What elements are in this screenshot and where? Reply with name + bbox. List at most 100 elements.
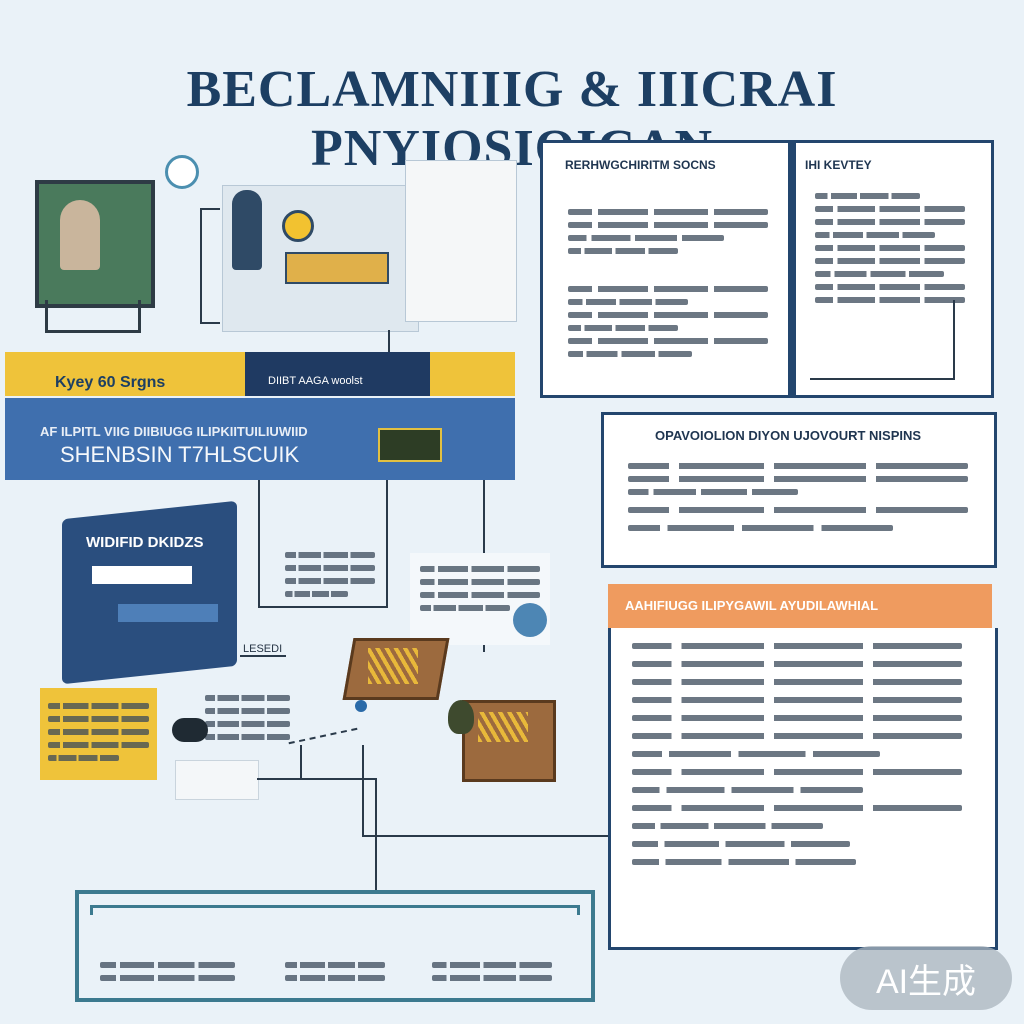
list-line	[568, 286, 768, 292]
list-line	[568, 248, 678, 254]
bottom-column-2	[285, 955, 385, 988]
connector-line	[375, 780, 377, 890]
list-line	[285, 975, 385, 981]
list-line	[632, 859, 857, 865]
list-line	[568, 325, 678, 331]
list-line	[48, 742, 149, 748]
orange-panel-list	[632, 636, 962, 872]
list-line	[285, 591, 348, 597]
key-points-left-header: RERHWGCHIRITM SOCNS	[565, 158, 716, 172]
list-line	[205, 708, 290, 714]
bird-figure-icon	[448, 700, 474, 734]
banner-blue-line-1: AF ILPITL VIIG DIIBIUGG ILIPKIITUILIUWII…	[40, 424, 308, 439]
list-line	[432, 975, 552, 981]
list-line	[628, 476, 968, 482]
connector-line	[258, 606, 388, 608]
list-line	[815, 245, 965, 251]
connector-line	[386, 480, 388, 608]
connector-line	[362, 745, 364, 837]
list-line	[815, 284, 965, 290]
orange-panel-header: AAHIFIUGG ILIPYGAWIL AYUDILAWHIAL	[625, 598, 879, 613]
capsule-illustration	[172, 718, 208, 742]
info-card-strip	[118, 604, 218, 622]
dashed-connector	[288, 727, 358, 745]
banner-emblem-icon	[378, 428, 442, 462]
bottom-column-1	[100, 955, 235, 988]
list-line	[568, 235, 724, 241]
list-line	[100, 962, 235, 968]
connector-line	[388, 330, 390, 352]
stethoscope-badge-icon	[165, 155, 199, 189]
list-line	[205, 734, 290, 740]
list-line	[285, 962, 385, 968]
list-line	[632, 679, 962, 685]
list-line	[205, 695, 290, 701]
list-line	[568, 351, 692, 357]
list-line	[815, 258, 965, 264]
list-line	[632, 643, 962, 649]
list-line	[100, 975, 235, 981]
ai-generated-watermark: AI生成	[840, 946, 1012, 1010]
orange-panel-header-bar	[608, 584, 992, 628]
key-points-right-list	[815, 186, 965, 310]
list-line	[420, 566, 540, 572]
list-line	[628, 489, 798, 495]
list-line	[568, 299, 688, 305]
list-line	[632, 697, 962, 703]
gauge-icon	[282, 210, 314, 242]
list-line	[632, 715, 962, 721]
connector-node-icon	[513, 603, 547, 637]
list-line	[285, 565, 375, 571]
list-line	[205, 721, 290, 727]
bottom-summary-frame	[75, 890, 595, 1002]
list-line	[432, 962, 552, 968]
doctor-monitor-illustration	[35, 180, 155, 308]
list-line	[632, 661, 962, 667]
small-label: LESEDI	[243, 643, 283, 655]
bottom-column-3	[432, 955, 552, 988]
bracket-line	[810, 378, 955, 380]
list-line	[48, 729, 149, 735]
connector-line	[300, 745, 302, 780]
list-line	[815, 206, 965, 212]
list-line	[815, 232, 935, 238]
left-text-block	[285, 545, 375, 604]
list-line	[568, 338, 768, 344]
list-line	[628, 525, 894, 531]
list-line	[420, 592, 540, 598]
signal-icon-box	[175, 760, 259, 800]
list-line	[815, 271, 944, 277]
banner-blue-line-2: SHENBSIN T7HLSCUIK	[60, 442, 300, 467]
list-line	[48, 716, 149, 722]
list-line	[48, 755, 119, 761]
key-points-divider	[788, 140, 796, 398]
list-line	[48, 703, 149, 709]
connector-line	[257, 778, 377, 780]
list-line	[568, 222, 768, 228]
monitor-stand	[45, 300, 141, 333]
observation-panel-header: OPAVOIOLION DIYON UJOVOURT NISPINS	[655, 428, 922, 443]
list-line	[628, 507, 968, 513]
center-text-block	[205, 688, 290, 747]
yellow-note	[40, 688, 157, 780]
list-line	[632, 751, 880, 757]
info-card-illustration	[62, 500, 237, 685]
info-card-strip	[92, 566, 192, 584]
list-line	[568, 312, 768, 318]
document-sheet-illustration	[405, 160, 517, 322]
list-line	[568, 209, 768, 215]
observation-panel-list	[628, 456, 968, 538]
node-dot-icon	[355, 700, 367, 712]
list-line	[632, 787, 863, 793]
list-line	[285, 552, 375, 558]
list-line	[285, 578, 375, 584]
list-line	[815, 193, 920, 199]
wood-device-slats	[478, 712, 528, 742]
warning-sign-icon	[232, 190, 262, 270]
equipment-panel	[285, 252, 389, 284]
banner-yellow-label: Kyey 60 Srgns	[55, 374, 166, 391]
list-line	[815, 219, 965, 225]
list-line	[815, 297, 965, 303]
connector-line	[362, 835, 608, 837]
wood-device-slats	[368, 648, 418, 684]
